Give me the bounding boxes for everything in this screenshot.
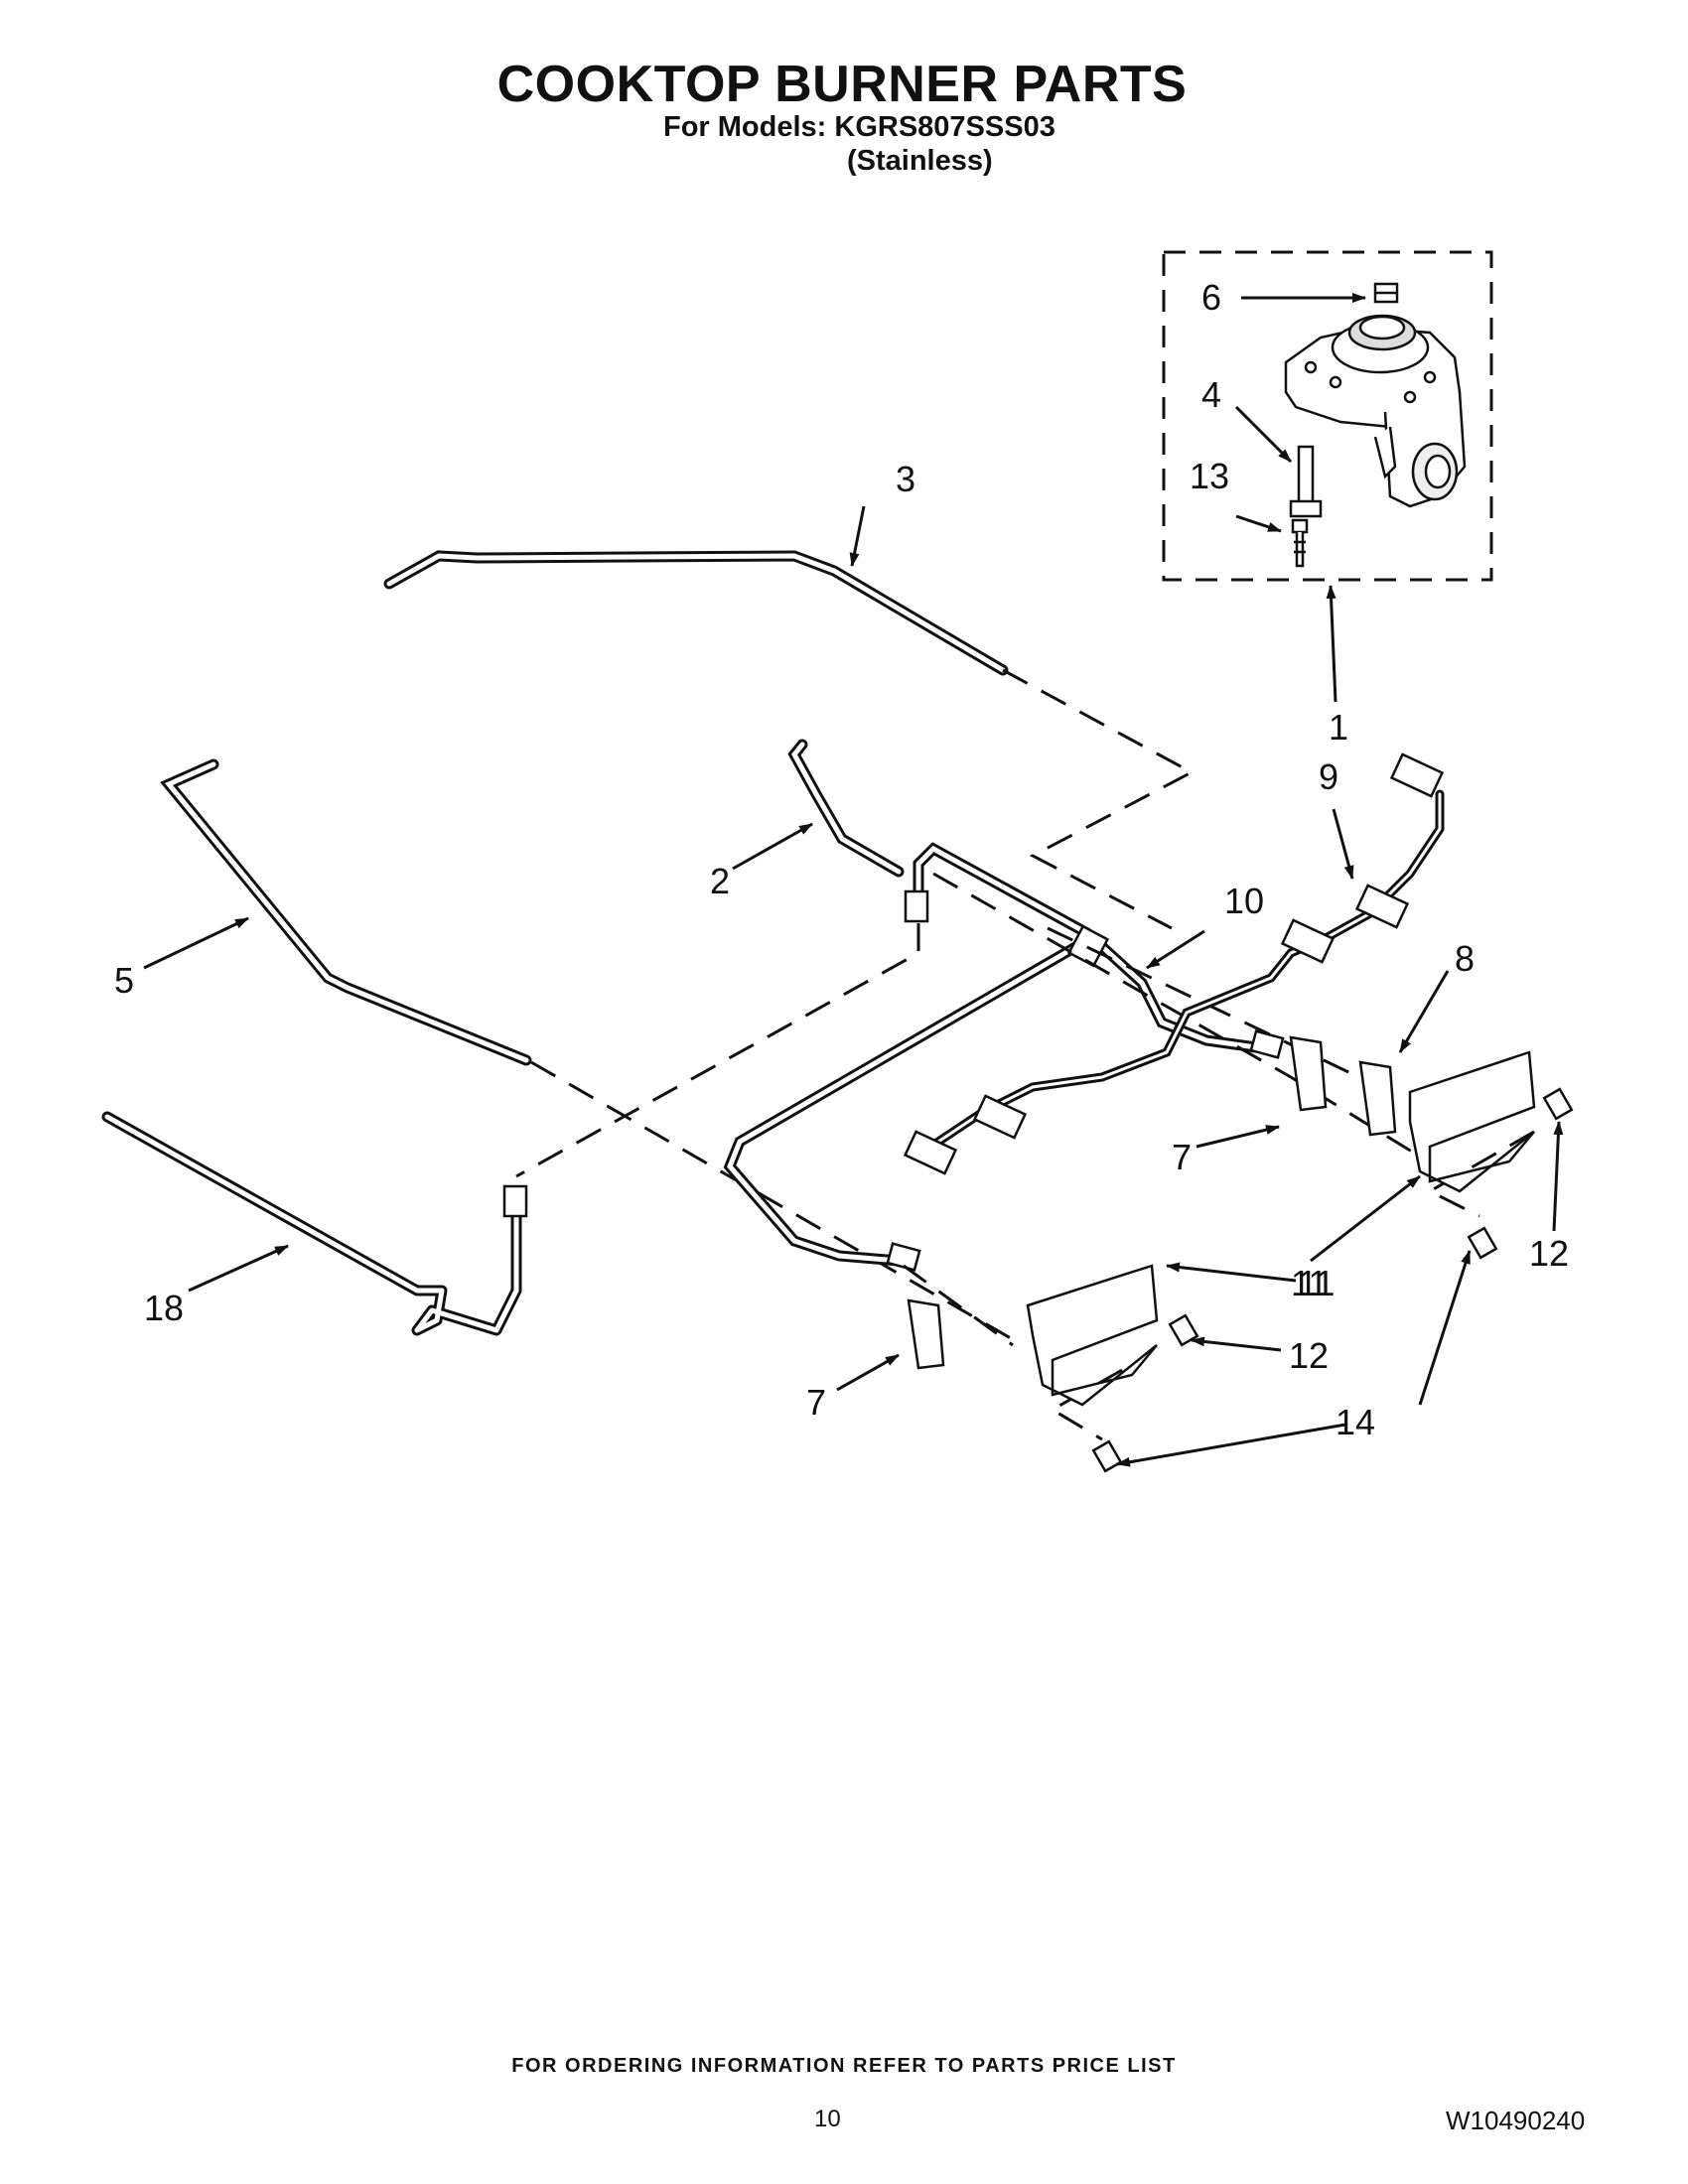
callout-8: 8 [1455,938,1475,979]
callout-10: 10 [1224,881,1264,921]
burner-base-part [1284,314,1467,508]
callout-3: 3 [896,459,915,499]
callout-13: 13 [1190,456,1229,496]
callout-12-lower: 12 [1289,1335,1329,1376]
callout-7-upper: 7 [1172,1137,1192,1177]
callout-9: 9 [1319,756,1338,797]
page-number: 10 [814,2106,841,2132]
models-line: For Models: KGRS807SSS03 [663,111,1055,143]
brackets [1026,1050,1536,1407]
callout-arrows [143,293,1564,1467]
tube-2 [787,739,905,878]
callout-2: 2 [710,861,730,901]
page-title: COOKTOP BURNER PARTS [496,56,1188,113]
callout-4: 4 [1201,374,1221,415]
callout-11-upper: 11 [1291,1263,1328,1303]
callout-14: 14 [1336,1402,1375,1442]
callout-1: 1 [1329,707,1348,748]
callout-7-lower: 7 [806,1382,826,1423]
burner-assembly-dashed-box [1162,250,1493,582]
screws [1091,1087,1574,1473]
wire-connectors [903,752,1445,1175]
callout-12-right: 12 [1529,1233,1569,1274]
document-id: W10490240 [1446,2106,1586,2135]
screw-13-part [1291,518,1309,568]
manifold-tube-3 [383,550,1009,676]
electrode-part [1289,445,1323,518]
ordering-note: FOR ORDERING INFORMATION REFER TO PARTS … [511,2055,1177,2077]
callout-11-lower: 11 [1298,1263,1335,1303]
finish-line: (Stainless) [847,145,993,177]
igniter-switches [907,1035,1397,1370]
callout-18: 18 [144,1288,184,1328]
tube-5 [160,758,532,1066]
orifice-part [1373,282,1399,304]
callout-5: 5 [114,960,134,1001]
callout-6: 6 [1201,277,1221,318]
wire-harness [918,789,1445,1157]
